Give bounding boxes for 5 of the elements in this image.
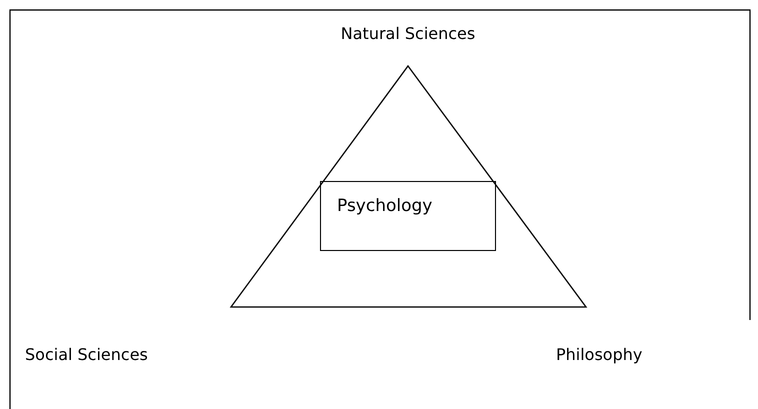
box-label: Psychology <box>337 196 432 216</box>
vertex-label: Social Sciences <box>25 345 148 364</box>
label-box <box>320 181 496 251</box>
vertex-label: Philosophy <box>556 345 642 364</box>
vertex-label: Natural Sciences <box>340 24 476 43</box>
